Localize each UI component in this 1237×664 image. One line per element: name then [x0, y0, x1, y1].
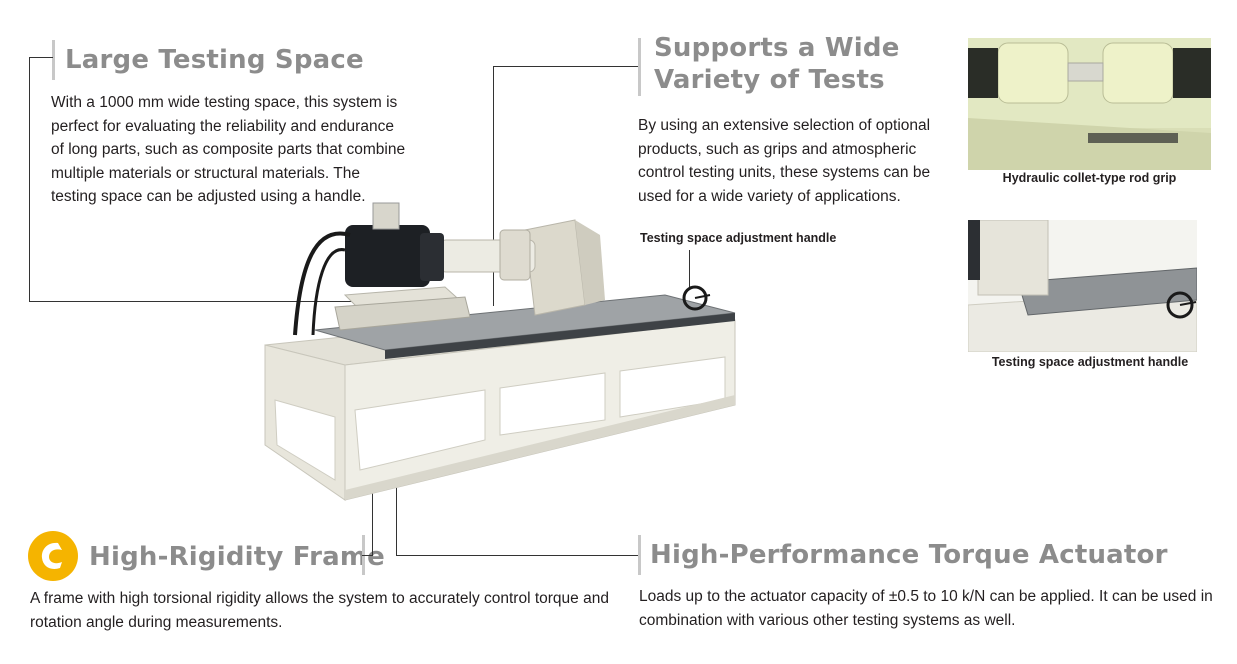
actuator-title: High-Performance Torque Actuator — [650, 540, 1168, 570]
variety-title-line2: Variety of Tests — [654, 65, 885, 95]
variety-body: By using an extensive selection of optio… — [638, 117, 931, 205]
handle-callout-label: Testing space adjustment handle — [640, 231, 837, 245]
adjustment-handle-photo — [968, 220, 1197, 352]
leader-line — [689, 250, 690, 290]
leader-line — [29, 301, 359, 302]
leader-line — [29, 57, 53, 58]
handle-photo-caption: Testing space adjustment handle — [991, 355, 1189, 369]
leader-line — [362, 555, 373, 556]
heading-accent-bar — [638, 535, 641, 575]
heading-accent-bar — [52, 40, 55, 80]
heading-accent-bar — [638, 38, 641, 96]
variety-title-line1: Supports a Wide — [654, 33, 900, 63]
rigidity-body: A frame with high torsional rigidity all… — [30, 590, 609, 631]
collet-rod-grip-photo — [968, 38, 1211, 170]
leader-line — [493, 66, 494, 306]
large-space-title: Large Testing Space — [65, 45, 364, 75]
rigidity-badge-icon — [28, 531, 78, 581]
actuator-body: Loads up to the actuator capacity of ±0.… — [639, 588, 1213, 629]
rigidity-title: High-Rigidity Frame — [89, 542, 385, 572]
leader-line — [396, 555, 638, 556]
torsion-tester-machine-image — [264, 202, 736, 501]
leader-line — [493, 66, 638, 67]
leader-line — [29, 57, 30, 302]
large-space-body: With a 1000 mm wide testing space, this … — [51, 94, 406, 205]
grip-photo-caption: Hydraulic collet-type rod grip — [1002, 171, 1177, 185]
